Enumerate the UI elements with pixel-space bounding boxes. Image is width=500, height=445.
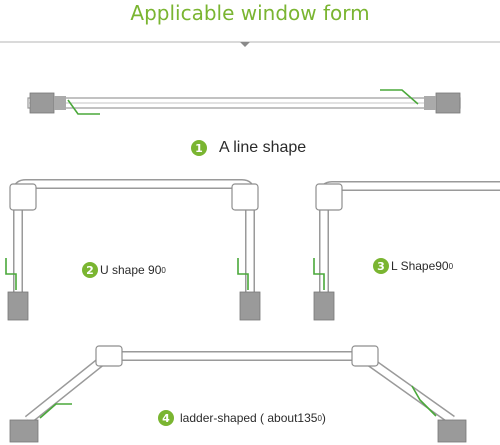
title-divider xyxy=(0,41,500,47)
triangle-down-icon xyxy=(240,42,250,47)
shape-name: A line shape xyxy=(219,139,307,156)
ladder-shape-rail xyxy=(9,345,467,443)
number-badge: 4 xyxy=(158,410,174,426)
l-shape-rail xyxy=(313,181,500,321)
number-badge: 2 xyxy=(82,262,98,278)
u-shape-rail xyxy=(5,179,261,321)
number-badge: 3 xyxy=(373,258,389,274)
degree-superscript: 0 xyxy=(161,265,166,275)
page-title: Applicable window form xyxy=(130,1,370,25)
line-shape-rail xyxy=(27,89,461,115)
degree-superscript: 0 xyxy=(448,261,454,271)
shape-name: U shape 90 xyxy=(100,263,162,277)
shape-label-1: 1 A line shape xyxy=(191,139,306,157)
shape-name-suffix: ) xyxy=(321,411,326,425)
shape-name: ladder-shaped ( about135 xyxy=(180,411,318,425)
degree-superscript: 0 xyxy=(317,413,322,423)
number-badge: 1 xyxy=(191,140,207,156)
shape-name: L Shape90 xyxy=(391,259,449,273)
